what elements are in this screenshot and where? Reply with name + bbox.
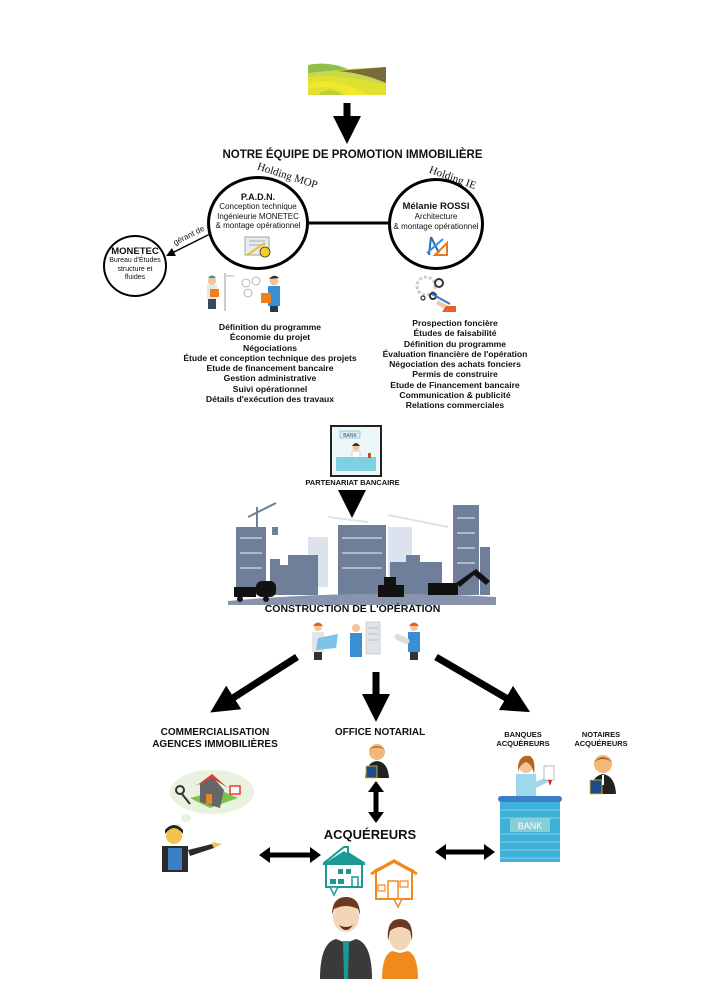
- banques-acquereurs-label: BANQUES ACQUÉREURS: [488, 730, 558, 748]
- real-estate-agent-illustration: [162, 770, 254, 872]
- rossi-task: Évaluation financière de l'opération: [382, 348, 528, 359]
- commercialisation-label: COMMERCIALISATION AGENCES IMMOBILIÈRES: [140, 727, 290, 751]
- padn-circle: P.A.D.N. Conception technique Ingénieuri…: [207, 176, 309, 270]
- padn-line-3: & montage opérationnel: [215, 221, 301, 230]
- rossi-task: Etude de Financement bancaire: [390, 379, 520, 390]
- monetec-line-3: fluides: [124, 274, 146, 281]
- padn-task: Etude de financement bancaire: [206, 363, 334, 374]
- team-title: NOTRE ÉQUIPE DE PROMOTION IMMOBILIÈRE: [222, 149, 483, 161]
- arrow-to-commercialisation: [210, 654, 299, 713]
- blueprint-icon: [244, 236, 271, 257]
- bank-partner-label: PARTENARIAT BANCAIRE: [305, 478, 400, 487]
- rossi-circle: Mélanie ROSSI Architecture & montage opé…: [388, 178, 484, 270]
- padn-line-1: Conception technique: [219, 202, 297, 211]
- gears-hand-illustration: [415, 275, 456, 312]
- padn-task: Suivi opérationnel: [232, 383, 308, 394]
- notaires-line-2: ACQUÉREURS: [574, 739, 628, 748]
- arrow-to-banques: [434, 653, 531, 713]
- construction-skyline-illustration: [228, 502, 496, 605]
- padn-task: Définition du programme: [218, 322, 322, 332]
- padn-task: Économie du projet: [229, 332, 311, 343]
- office-notarial-label: OFFICE NOTARIAL: [334, 727, 426, 738]
- engineers-illustration: [207, 273, 280, 312]
- rossi-task: Permis de construire: [412, 369, 498, 380]
- monetec-name: MONETEC: [111, 246, 159, 257]
- double-arrow-acquereurs-banques: [435, 844, 495, 860]
- notaires-acquereurs-label: NOTAIRES ACQUÉREURS: [566, 730, 636, 748]
- rossi-task: Études de faisabilité: [413, 328, 497, 339]
- rossi-line-1: Architecture: [414, 212, 458, 221]
- rossi-task: Prospection foncière: [412, 318, 498, 328]
- padn-task: Gestion administrative: [223, 373, 317, 384]
- double-arrow-agences-acquereurs: [259, 847, 321, 863]
- construction-team-illustration: [312, 621, 420, 660]
- double-arrow-notarial-acquereurs: [368, 781, 384, 823]
- bank-teller-illustration: BANK: [332, 427, 380, 475]
- padn-task: Négociations: [243, 342, 297, 353]
- rossi-task: Communication & publicité: [399, 390, 511, 401]
- rossi-name: Mélanie ROSSI: [402, 201, 470, 212]
- construction-label: CONSTRUCTION DE L'OPÉRATION: [264, 603, 441, 615]
- commercialisation-line-2: AGENCES IMMOBILIÈRES: [152, 739, 278, 750]
- padn-name: P.A.D.N.: [240, 192, 276, 202]
- bank-teller-counter-illustration: BANK: [498, 755, 562, 862]
- monetec-line-1: Bureau d'Études: [109, 257, 161, 264]
- acquereurs-label: ACQUÉREURS: [323, 827, 417, 842]
- buyers-couple-illustration: [320, 846, 418, 979]
- notary-illustration: [365, 744, 389, 779]
- padn-task: Détails d'exécution des travaux: [205, 394, 335, 405]
- bank-counter-sign: BANK: [518, 821, 543, 831]
- banques-line-2: ACQUÉREURS: [496, 739, 550, 748]
- rossi-task: Définition du programme: [403, 338, 507, 349]
- rossi-line-2: & montage opérationnel: [393, 221, 479, 231]
- buyer-notary-illustration: [589, 755, 616, 795]
- padn-task: Étude et conception technique des projet…: [183, 352, 357, 363]
- monetec-line-2: structure et: [117, 265, 153, 273]
- commercialisation-line-1: COMMERCIALISATION: [160, 727, 270, 738]
- rossi-task-list: Prospection foncière Études de faisabili…: [364, 318, 546, 411]
- padn-line-2: Ingénieurie MONETEC: [217, 211, 299, 221]
- monetec-circle: MONETEC Bureau d'Études structure et flu…: [103, 235, 167, 297]
- rossi-task: Relations commerciales: [405, 400, 505, 411]
- land-field-image: [308, 63, 386, 95]
- banques-line-1: BANQUES: [504, 730, 542, 739]
- compass-ruler-icon: [426, 236, 448, 256]
- notaires-line-1: NOTAIRES: [581, 730, 621, 739]
- bank-sign-text: BANK: [343, 433, 357, 439]
- rossi-task: Négociation des achats fonciers: [389, 359, 521, 370]
- padn-task-list: Définition du programme Économie du proj…: [158, 322, 382, 404]
- bank-partner-image: BANK: [330, 425, 382, 477]
